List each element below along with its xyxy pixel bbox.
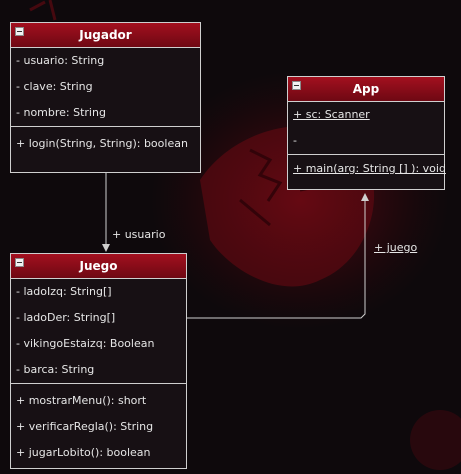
method-row[interactable]: + login(String, String): boolean bbox=[16, 137, 188, 150]
method-row[interactable]: + mostrarMenu(): short bbox=[16, 394, 147, 407]
class-name: Juego bbox=[79, 259, 118, 273]
attribute-row[interactable]: - nombre: String bbox=[16, 106, 106, 119]
attribute-row[interactable]: - ladoDer: String[] bbox=[16, 311, 116, 324]
class-header[interactable]: Jugador bbox=[11, 23, 200, 48]
attributes-section: - ladoIzq: String[] - ladoDer: String[] … bbox=[11, 279, 186, 384]
attributes-section: + sc: Scanner - bbox=[288, 102, 444, 155]
collapse-icon[interactable] bbox=[15, 258, 24, 267]
class-name: App bbox=[352, 82, 380, 96]
method-row[interactable]: + verificarRegla(): String bbox=[16, 420, 154, 433]
class-header[interactable]: App bbox=[288, 77, 444, 102]
collapse-icon[interactable] bbox=[292, 81, 301, 90]
attribute-row[interactable]: - bbox=[293, 134, 297, 147]
methods-section: + login(String, String): boolean bbox=[11, 127, 200, 157]
usuario-arrowhead bbox=[102, 244, 110, 252]
class-name: Jugador bbox=[79, 28, 132, 42]
attribute-row[interactable]: - barca: String bbox=[16, 363, 95, 376]
attributes-section: - usuario: String - clave: String - nomb… bbox=[11, 48, 200, 127]
method-row[interactable]: + jugarLobito(): boolean bbox=[16, 446, 151, 459]
collapse-icon[interactable] bbox=[15, 27, 24, 36]
class-header[interactable]: Juego bbox=[11, 254, 186, 279]
class-juego[interactable]: Juego - ladoIzq: String[] - ladoDer: Str… bbox=[10, 253, 187, 469]
class-app[interactable]: App + sc: Scanner - + main(arg: String [… bbox=[287, 76, 446, 190]
juego-association-line bbox=[187, 198, 366, 319]
usuario-association-label[interactable]: + usuario bbox=[112, 228, 166, 241]
attribute-row[interactable]: - ladoIzq: String[] bbox=[16, 285, 112, 298]
attribute-row[interactable]: - usuario: String bbox=[16, 54, 105, 67]
attribute-row[interactable]: + sc: Scanner bbox=[293, 108, 370, 121]
methods-section: + main(arg: String [] ): void bbox=[288, 155, 446, 182]
methods-section: + mostrarMenu(): short + verificarRegla(… bbox=[11, 384, 186, 466]
attribute-row[interactable]: - vikingoEstaizq: Boolean bbox=[16, 337, 155, 350]
method-row[interactable]: + main(arg: String [] ): void bbox=[293, 162, 446, 175]
class-jugador[interactable]: Jugador - usuario: String - clave: Strin… bbox=[10, 22, 201, 173]
attribute-row[interactable]: - clave: String bbox=[16, 80, 93, 93]
juego-association-label[interactable]: + juego bbox=[374, 241, 418, 254]
juego-arrowhead bbox=[361, 193, 369, 201]
